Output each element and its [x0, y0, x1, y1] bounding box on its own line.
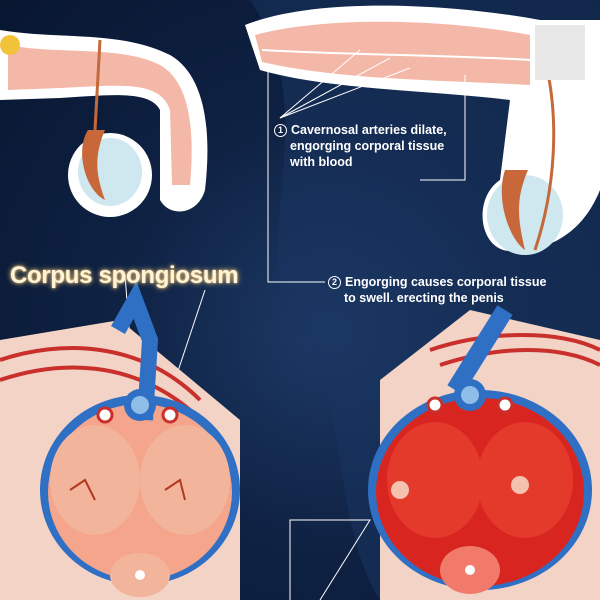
step-1-callout: 1 Cavernosal arteries dilate, engorging c…: [274, 122, 484, 170]
step-number-badge: 2: [328, 276, 341, 289]
flaccid-penis-diagram: [0, 30, 208, 217]
step-2-callout: 2 Engorging causes corporal tissue to swe…: [328, 274, 558, 306]
step-text-line: engorging corporal tissue: [290, 139, 445, 153]
step-text-line: with blood: [290, 155, 353, 169]
step-text-line: to swell. erecting the penis: [344, 291, 504, 305]
erect-cross-section: [368, 305, 600, 600]
corpus-spongiosum-label: Corpus spongiosum: [10, 262, 239, 289]
flaccid-cross-section: [0, 281, 240, 600]
step-number-badge: 1: [274, 124, 287, 137]
step-text-line: Engorging causes corporal tissue: [345, 275, 547, 289]
step-text-line: Cavernosal arteries dilate,: [291, 123, 447, 137]
erect-penis-diagram: [245, 5, 600, 255]
